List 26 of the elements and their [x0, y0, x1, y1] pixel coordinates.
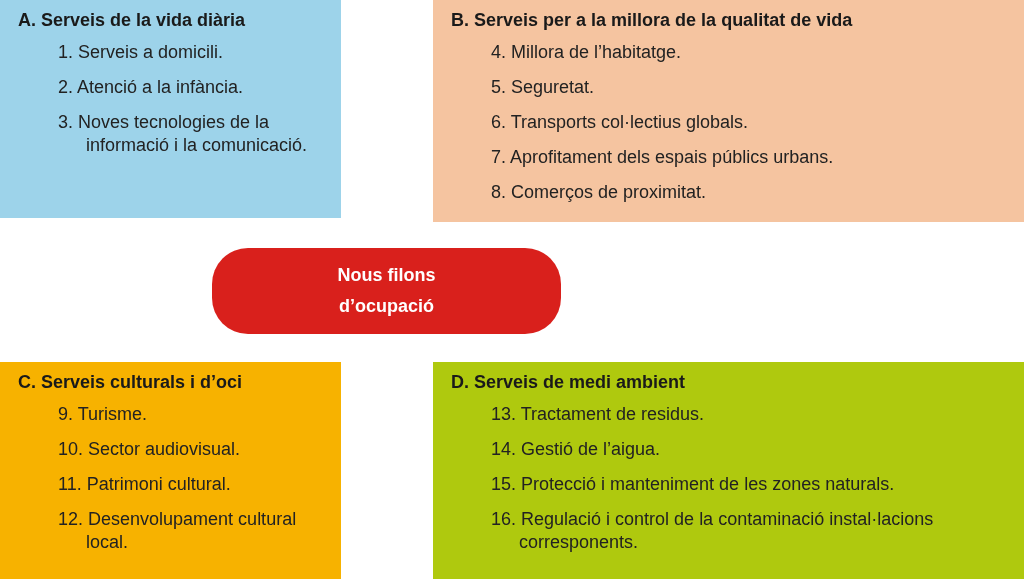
list-item: 5. Seguretat. — [491, 76, 596, 99]
list-item: 16. Regulació i control de la contaminació instal·lacions corresponents. — [491, 508, 935, 554]
list-item: 12. Desenvolupament cultural local. — [58, 508, 298, 554]
list-item: 6. Transports col·lectius globals. — [491, 111, 750, 134]
list-item: 9. Turisme. — [58, 403, 149, 426]
list-item: 15. Protecció i manteniment de les zones naturals. — [491, 473, 896, 496]
list-item: 14. Gestió de l’aigua. — [491, 438, 662, 461]
list-item: 7. Aprofitament dels espais públics urbans. — [491, 146, 835, 169]
title-pill — [212, 248, 561, 334]
list-item: 13. Tractament de residus. — [491, 403, 706, 426]
list-item: 2. Atenció a la infància. — [58, 76, 245, 99]
list-item: 4. Millora de l’habitatge. — [491, 41, 683, 64]
panel-heading: B. Serveis per a la millora de la qualitat de vida — [451, 10, 854, 31]
category-panel — [0, 362, 341, 579]
panel-heading: D. Serveis de medi ambient — [451, 372, 687, 393]
category-panel — [433, 362, 1024, 579]
title-text: Nous filons d’ocupació — [336, 264, 437, 318]
category-panel — [0, 0, 341, 218]
list-item: 1. Serveis a domicili. — [58, 41, 225, 64]
list-item: 11. Patrimoni cultural. — [58, 473, 232, 496]
panel-heading: C. Serveis culturals i d’oci — [18, 372, 244, 393]
list-item: 8. Comerços de proximitat. — [491, 181, 708, 204]
category-panel — [433, 0, 1024, 222]
panel-heading: A. Serveis de la vida diària — [18, 10, 247, 31]
list-item: 3. Noves tecnologies de la informació i la comunicació. — [58, 111, 309, 157]
list-item: 10. Sector audiovisual. — [58, 438, 242, 461]
